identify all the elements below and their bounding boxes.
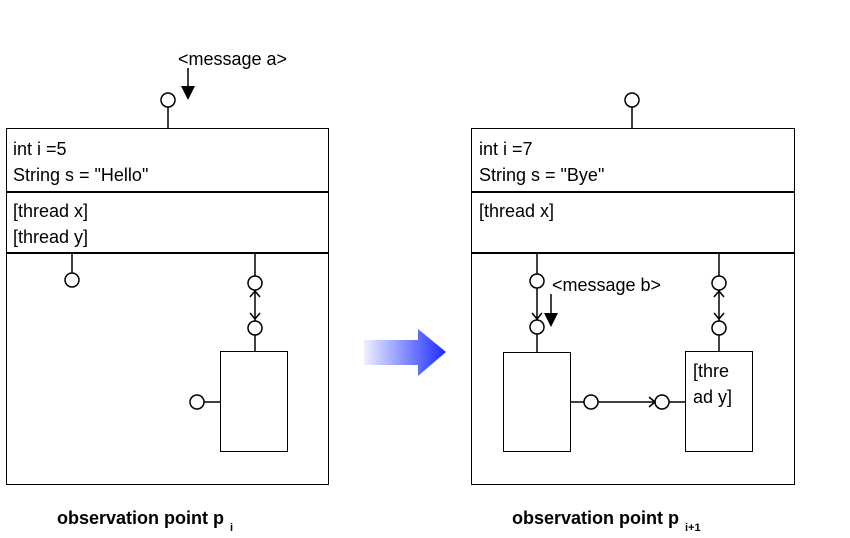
left-attr-divider bbox=[6, 191, 329, 193]
port-circle-icon bbox=[654, 394, 670, 410]
port-circle-icon bbox=[160, 92, 176, 108]
left-thread-divider bbox=[6, 252, 329, 254]
right-caption-text: observation point p bbox=[512, 508, 680, 528]
left-caption-text: observation point p bbox=[57, 508, 225, 528]
left-chain-arrow-up bbox=[249, 289, 261, 298]
right-caption: observation point p i+1 bbox=[512, 508, 701, 534]
port-circle-icon bbox=[64, 272, 80, 288]
left-inner-thread-box bbox=[220, 351, 288, 452]
port-circle-icon bbox=[529, 273, 545, 289]
right-thread-y-label-1: [thre bbox=[693, 361, 730, 381]
left-chain-arrow-down bbox=[249, 312, 261, 321]
left-thread-x: [thread x] bbox=[13, 201, 89, 221]
left-caption-subscript: i bbox=[230, 522, 234, 534]
port-circle-icon bbox=[189, 394, 205, 410]
left-attribute-i: int i =5 bbox=[13, 139, 67, 159]
left-incoming-message: <message a> bbox=[178, 49, 288, 69]
right-thread-x: [thread x] bbox=[479, 201, 555, 221]
message-a-arrowhead bbox=[181, 86, 195, 100]
right-thread-divider bbox=[471, 252, 795, 254]
right-attribute-s: String s = "Bye" bbox=[479, 165, 605, 185]
port-circle-icon bbox=[711, 275, 727, 291]
left-thread-y: [thread y] bbox=[13, 227, 89, 247]
right-chain-y-arrow-down bbox=[713, 312, 725, 321]
message-b-arrowhead bbox=[544, 313, 558, 327]
left-attribute-s: String s = "Hello" bbox=[13, 165, 149, 185]
port-circle-icon bbox=[247, 320, 263, 336]
right-caption-subscript: i+1 bbox=[685, 522, 701, 534]
port-circle-icon bbox=[247, 275, 263, 291]
port-circle-icon bbox=[529, 319, 545, 335]
right-message: <message b> bbox=[552, 275, 662, 295]
right-inner-box-a bbox=[503, 352, 571, 452]
right-inner-box-thread-y bbox=[685, 351, 753, 452]
right-attr-divider bbox=[471, 191, 795, 193]
right-chain-a-arrow-down bbox=[531, 312, 543, 321]
left-caption: observation point p i bbox=[57, 508, 233, 534]
right-thread-y-label-2: ad y] bbox=[693, 387, 733, 407]
port-circle-icon bbox=[624, 92, 640, 108]
port-circle-icon bbox=[711, 320, 727, 336]
right-link-arrow bbox=[648, 396, 657, 408]
right-attribute-i: int i =7 bbox=[479, 139, 533, 159]
port-circle-icon bbox=[583, 394, 599, 410]
right-chain-y-arrow-up bbox=[713, 289, 725, 298]
